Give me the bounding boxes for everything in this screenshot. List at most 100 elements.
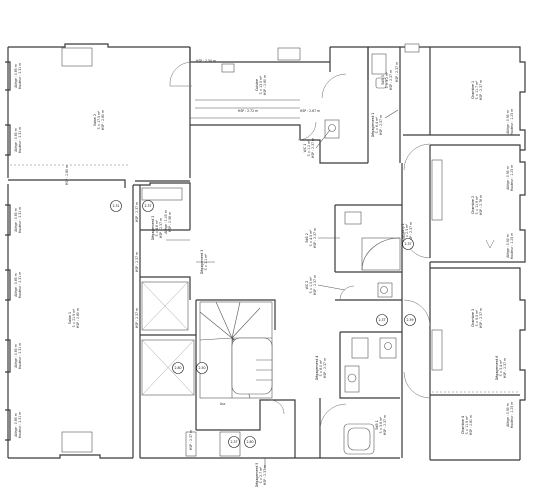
svg-text:Allège : 0.80 m: Allège : 0.80 m <box>14 344 18 368</box>
svg-text:S = 1.1 m²: S = 1.1 m² <box>204 253 208 270</box>
svg-text:2.37: 2.37 <box>144 204 151 208</box>
annot-window-2: Allège : 0.80 m Hauteur : 2.31 m <box>14 127 22 153</box>
svg-text:S = 11.9 m²: S = 11.9 m² <box>465 415 469 434</box>
svg-text:Hauteur : 2.31 m: Hauteur : 2.31 m <box>18 272 22 298</box>
svg-text:S = 13.5 m²: S = 13.5 m² <box>259 75 263 94</box>
svg-text:Allège : 0.80 m: Allège : 0.80 m <box>14 208 18 232</box>
svg-text:Dégagement 2: Dégagement 2 <box>151 216 155 241</box>
label-sdb3: SdB 3 S = 3.2 m² HSP : 2.37 m <box>381 70 393 90</box>
label-wc1: WC 1 S = 1.2 m² HSP : 2.37 m <box>303 138 315 158</box>
svg-text:Hauteur : 2.31 m: Hauteur : 2.31 m <box>18 207 22 233</box>
label-degagement5: Dégagement 5 S = 2.7 m² HSP : 2.37 m <box>255 463 267 488</box>
svg-text:Dégagement 4: Dégagement 4 <box>315 356 319 381</box>
svg-text:Dégagement 5: Dégagement 5 <box>255 463 259 488</box>
svg-text:HSP : 2.80 m: HSP : 2.80 m <box>263 75 267 95</box>
svg-text:Hauteur : 1.25 m: Hauteur : 1.25 m <box>510 233 514 259</box>
annot-hsp-vert-4: HSP : 2.37 m <box>135 308 139 328</box>
marker-c: 2.80 <box>172 362 184 374</box>
label-wc2: WC 2 S = 1.5 m² HSP : 2.37 m <box>305 275 317 295</box>
svg-text:S = 1.5 m²: S = 1.5 m² <box>309 276 313 293</box>
svg-text:S = 11.9 m²: S = 11.9 m² <box>475 195 479 214</box>
label-chambre4: Chambre 4 S = 11.9 m² HSP : 2.81 m <box>461 415 473 435</box>
annot-hsp-vert-3: HSP : 2.37 m <box>135 252 139 272</box>
svg-text:HSP : 2.78 m: HSP : 2.78 m <box>479 195 483 215</box>
svg-text:S = 9.5 m²: S = 9.5 m² <box>475 309 479 326</box>
svg-text:Hauteur : 2.31 m: Hauteur : 2.31 m <box>18 63 22 89</box>
label-degagement4: Dégagement 4 S = 8.0 m² HSP : 2.37 m <box>315 356 327 381</box>
svg-text:Allège : 0.90 m: Allège : 0.90 m <box>506 403 510 427</box>
svg-text:S = 21.9 m²: S = 21.9 m² <box>72 308 76 327</box>
svg-text:Hauteur : 1.25 m: Hauteur : 1.25 m <box>510 165 514 191</box>
svg-text:2.59: 2.59 <box>406 318 413 322</box>
svg-text:Allège : 1.05 m: Allège : 1.05 m <box>164 210 168 234</box>
svg-text:HSP : 2.37 m: HSP : 2.37 m <box>379 115 383 135</box>
marker-g: 2.37 <box>376 314 388 326</box>
svg-text:Salon 2: Salon 2 <box>93 114 97 126</box>
height-markers: 2.31 2.37 2.80 2.50 2.37 2.80 2.37 2.59 … <box>110 200 416 448</box>
svg-text:HSP : 2.81 m: HSP : 2.81 m <box>469 415 473 435</box>
svg-text:Allège : 0.90 m: Allège : 0.90 m <box>506 234 510 258</box>
label-degagement1: Dégagement 1 S = 6.4 m² HSP : 2.37 m <box>371 113 383 138</box>
label-chambre2: Chambre 2 S = 11.9 m² HSP : 2.78 m <box>471 195 483 215</box>
svg-text:HSP : 2.37 m: HSP : 2.37 m <box>311 138 315 158</box>
svg-text:Salon 1: Salon 1 <box>68 312 72 324</box>
svg-text:2.50: 2.50 <box>198 366 205 370</box>
svg-text:Dégagement 6: Dégagement 6 <box>495 356 499 381</box>
label-sdb2: SdB 2 S = 4.5 m² HSP : 2.37 m <box>305 228 317 248</box>
stair-hatching <box>141 281 195 396</box>
annot-hsp-vert-1: HSP : 2.80 m <box>65 165 69 185</box>
svg-text:S = 4.6 m²: S = 4.6 m² <box>155 219 159 236</box>
svg-text:2.80: 2.80 <box>174 366 181 370</box>
svg-text:HSP : 2.37 m: HSP : 2.37 m <box>263 465 267 485</box>
svg-text:S = 2.3 m²: S = 2.3 m² <box>405 223 409 240</box>
svg-text:S = 6.4 m²: S = 6.4 m² <box>375 116 379 133</box>
svg-text:S = 1.2 m²: S = 1.2 m² <box>307 139 311 156</box>
svg-text:SdB 3: SdB 3 <box>381 75 385 85</box>
svg-text:HSP : 2.37 m: HSP : 2.37 m <box>313 228 317 248</box>
marker-e: 2.37 <box>228 436 240 448</box>
svg-text:2.37: 2.37 <box>230 440 237 444</box>
svg-text:HSP : 2.37 m: HSP : 2.37 m <box>409 222 413 242</box>
svg-text:Allège : 0.85 m: Allège : 0.85 m <box>14 413 18 437</box>
svg-text:Cuisine: Cuisine <box>255 79 259 91</box>
annot-window-8: Allège : 0.90 m Hauteur : 1.25 m <box>506 165 514 191</box>
svg-text:2.31: 2.31 <box>112 204 119 208</box>
annot-small-1: Allège : 1.05 m HSP : 2.58 m <box>164 210 172 234</box>
svg-text:HSP : 2.37 m: HSP : 2.37 m <box>135 252 139 272</box>
svg-text:HSP : 2.37 m: HSP : 2.37 m <box>323 358 327 378</box>
svg-text:Allège : 0.85 m: Allège : 0.85 m <box>14 273 18 297</box>
svg-text:2.37: 2.37 <box>378 318 385 322</box>
label-chambre3: Chambre 3 S = 9.5 m² HSP : 2.37 m <box>471 308 483 328</box>
svg-text:S = 2.7 m²: S = 2.7 m² <box>259 466 263 483</box>
annot-hsp-kitchen-2: HSP : 2.67 m <box>300 109 320 113</box>
annot-hsp-top: HSP : 2.50 m <box>196 59 216 63</box>
label-cuisine: Cuisine S = 13.5 m² HSP : 2.80 m <box>255 75 267 95</box>
svg-text:Chambre 3: Chambre 3 <box>471 309 475 327</box>
svg-text:HSP : 2.80 m: HSP : 2.80 m <box>76 308 80 328</box>
marker-b: 2.37 <box>142 200 154 212</box>
annot-window-7: Allège : 0.90 m Hauteur : 1.25 m <box>506 109 514 135</box>
svg-text:S = 8.0 m²: S = 8.0 m² <box>319 359 323 376</box>
walls-right-center <box>300 43 430 459</box>
annot-window-6: Allège : 0.85 m Hauteur : 2.31 m <box>14 412 22 438</box>
annot-hsp-vert-5: HSP : 2.37 m <box>189 430 193 450</box>
annot-hsp-kitchen: HSP : 2.72 m <box>238 109 258 113</box>
svg-text:HSP : 2.58 m: HSP : 2.58 m <box>168 212 172 232</box>
svg-text:S = 4.5 m²: S = 4.5 m² <box>309 229 313 246</box>
svg-text:Chambre 1: Chambre 1 <box>471 81 475 99</box>
svg-text:Hauteur : 2.31 m: Hauteur : 2.31 m <box>18 343 22 369</box>
label-chambre1: Chambre 1 S = 11.7 m² HSP : 2.37 m <box>471 80 483 100</box>
label-degagement6: Dégagement 6 S = 3.4 m² HSP : 2.37 m <box>495 356 507 381</box>
annot-window-4: Allège : 0.85 m Hauteur : 2.31 m <box>14 272 22 298</box>
leader-lines <box>166 109 399 470</box>
svg-text:2.37: 2.37 <box>404 242 411 246</box>
annot-window-1: Allège : 0.85 m Hauteur : 2.31 m <box>14 63 22 89</box>
svg-text:Allège : 0.90 m: Allège : 0.90 m <box>506 166 510 190</box>
annot-hsp-vert-2: HSP : 2.37 m <box>135 202 139 222</box>
annot-window-3: Allège : 0.80 m Hauteur : 2.31 m <box>14 207 22 233</box>
svg-text:Hauteur : 1.25 m: Hauteur : 1.25 m <box>510 402 514 428</box>
svg-text:SdB 2: SdB 2 <box>305 233 309 243</box>
svg-text:WC 2: WC 2 <box>305 281 309 290</box>
svg-text:WC 1: WC 1 <box>303 144 307 153</box>
